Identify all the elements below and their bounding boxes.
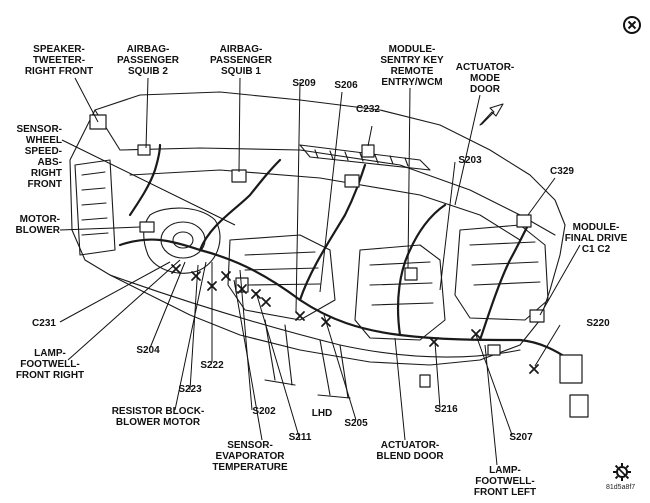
final-drive-c1	[529, 309, 545, 323]
splice-x	[429, 337, 439, 347]
direction-arrow	[479, 103, 504, 126]
label-s207: S207	[509, 432, 533, 443]
final-drive-plug	[569, 394, 589, 418]
label-lamp-fw-right: LAMP- FOOTWELL- FRONT RIGHT	[15, 348, 85, 381]
label-airbag-squib2: AIRBAG- PASSENGER SQUIB 2	[116, 44, 180, 77]
column-support	[264, 319, 349, 399]
dash-outline	[69, 91, 566, 366]
label-s222: S222	[200, 360, 224, 371]
label-speaker-tweeter: SPEAKER- TWEETER- RIGHT FRONT	[24, 44, 94, 77]
label-s209: S209	[292, 78, 316, 89]
lamp-mid-connector	[419, 374, 431, 388]
label-s220: S220	[586, 318, 610, 329]
label-s202: S202	[252, 406, 276, 417]
label-c329: C329	[550, 166, 574, 177]
close-circle-icon[interactable]	[622, 15, 642, 35]
label-module-sentry: MODULE- SENTRY KEY REMOTE ENTRY/WCM	[380, 44, 444, 88]
harness-branch-2	[298, 163, 367, 302]
label-s204: S204	[136, 345, 160, 356]
label-motor-blower: MOTOR- BLOWER	[15, 214, 60, 236]
c232-connector	[361, 144, 375, 158]
label-s203: S203	[458, 155, 482, 166]
splice-x	[295, 311, 305, 321]
splice-x	[529, 364, 539, 374]
lamp-left-connector	[487, 344, 501, 356]
splice-x	[221, 271, 231, 281]
label-s206: S206	[334, 80, 358, 91]
blower-housing	[143, 207, 221, 274]
harness-main	[118, 238, 572, 362]
harness-branch-3	[396, 203, 447, 337]
label-actuator-mode: ACTUATOR- MODE DOOR	[455, 62, 515, 95]
label-module-final-drive: MODULE- FINAL DRIVE C1 C2	[564, 222, 628, 255]
splice-x	[191, 271, 201, 281]
center-stack	[354, 244, 446, 341]
label-lhd: LHD	[311, 408, 333, 419]
label-c232: C232	[356, 104, 380, 115]
sentry-module-connector	[404, 267, 418, 281]
sensor-connector	[344, 174, 360, 188]
splice-x	[251, 289, 261, 299]
harness-branch-5	[128, 143, 162, 217]
gear-icon	[613, 463, 631, 481]
final-drive-c2	[559, 354, 583, 384]
label-s216: S216	[434, 404, 458, 415]
label-s205: S205	[344, 418, 368, 429]
label-lamp-fw-left: LAMP- FOOTWELL- FRONT LEFT	[473, 465, 537, 498]
label-airbag-squib1: AIRBAG- PASSENGER SQUIB 1	[209, 44, 273, 77]
dash-top-panel	[94, 109, 556, 236]
c329-connector	[516, 214, 532, 228]
lower-crossbar	[109, 274, 521, 358]
label-sensor-wheel: SENSOR- WHEEL SPEED-ABS- RIGHT FRONT	[16, 124, 62, 190]
figure-code: 81d5a8f7	[606, 484, 636, 491]
right-module-area	[454, 224, 549, 321]
motor-blower-connector	[139, 221, 155, 233]
harness-branch-1	[198, 158, 282, 252]
splice-x	[261, 297, 271, 307]
label-s211: S211	[288, 432, 312, 443]
label-actuator-blend: ACTUATOR- BLEND DOOR	[376, 440, 444, 462]
splice-x	[471, 329, 481, 339]
squib2-connector	[137, 144, 151, 156]
defrost-grille	[299, 144, 431, 171]
dash-inner-ridge	[129, 169, 521, 241]
label-s223: S223	[178, 384, 202, 395]
label-c231: C231	[32, 318, 56, 329]
left-bracket	[74, 159, 116, 256]
harness-branch-4	[478, 220, 532, 342]
label-resistor-block: RESISTOR BLOCK- BLOWER MOTOR	[111, 406, 205, 428]
label-sensor-evap: SENSOR- EVAPORATOR TEMPERATURE	[212, 440, 288, 473]
